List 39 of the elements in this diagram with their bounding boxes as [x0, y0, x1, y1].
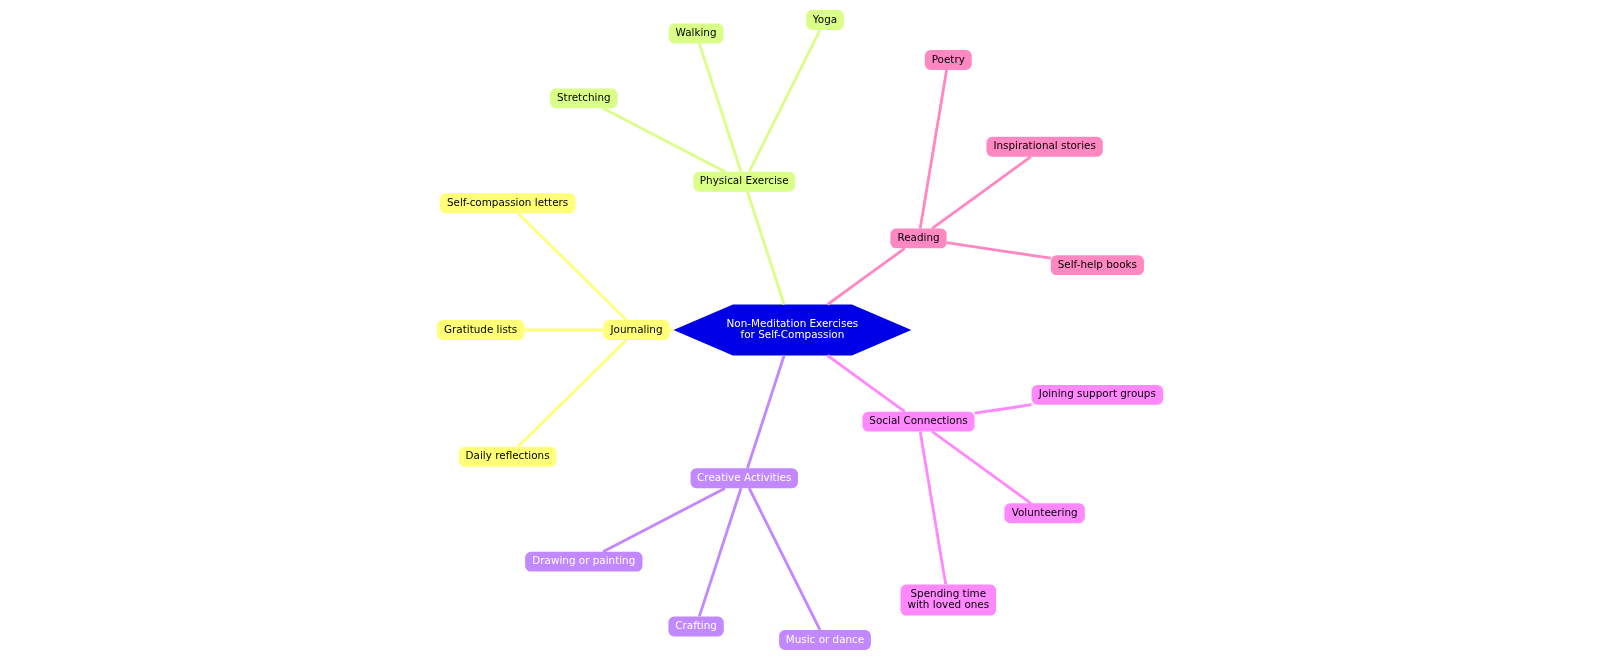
connector [747, 29, 822, 173]
node-box: Walking [668, 23, 724, 44]
connector [918, 69, 949, 229]
node-box: Volunteering [1004, 503, 1085, 524]
node-box: Crafting [668, 616, 724, 637]
node-box: Self-compassion letters [439, 193, 576, 214]
connector [698, 487, 743, 617]
node-box: Physical Exercise [693, 171, 796, 192]
node-box: Reading [890, 228, 947, 249]
node-box: Drawing or painting [525, 551, 643, 572]
node-box: Joining support groups [1031, 384, 1164, 405]
node-box: Inspirational stories [986, 136, 1103, 157]
connector [602, 486, 726, 553]
node-box: Poetry [924, 50, 972, 70]
node-box: Creative Activities [690, 468, 798, 489]
node-box: Social Connections [862, 411, 975, 432]
connector [746, 191, 786, 305]
node-box: Self-help books [1050, 255, 1144, 276]
connector [826, 247, 906, 306]
connector [746, 355, 786, 469]
node-box: Daily reflections [458, 446, 557, 467]
node-box: Spending time with loved ones [900, 584, 997, 616]
connector [524, 328, 604, 332]
connector [931, 155, 1032, 230]
connector [974, 403, 1032, 415]
node-box: Yoga [806, 10, 844, 30]
node-box: Music or dance [779, 630, 871, 650]
connector [918, 431, 948, 585]
connector [946, 241, 1051, 260]
connector [826, 354, 906, 413]
connector [602, 107, 726, 174]
node-box: Journaling [603, 320, 670, 340]
connector [698, 43, 743, 173]
connector [747, 487, 822, 631]
connector [516, 212, 628, 322]
connector [516, 338, 628, 448]
node-box: Gratitude lists [436, 320, 525, 340]
node-box: Stretching [550, 88, 618, 109]
connector [931, 430, 1032, 505]
